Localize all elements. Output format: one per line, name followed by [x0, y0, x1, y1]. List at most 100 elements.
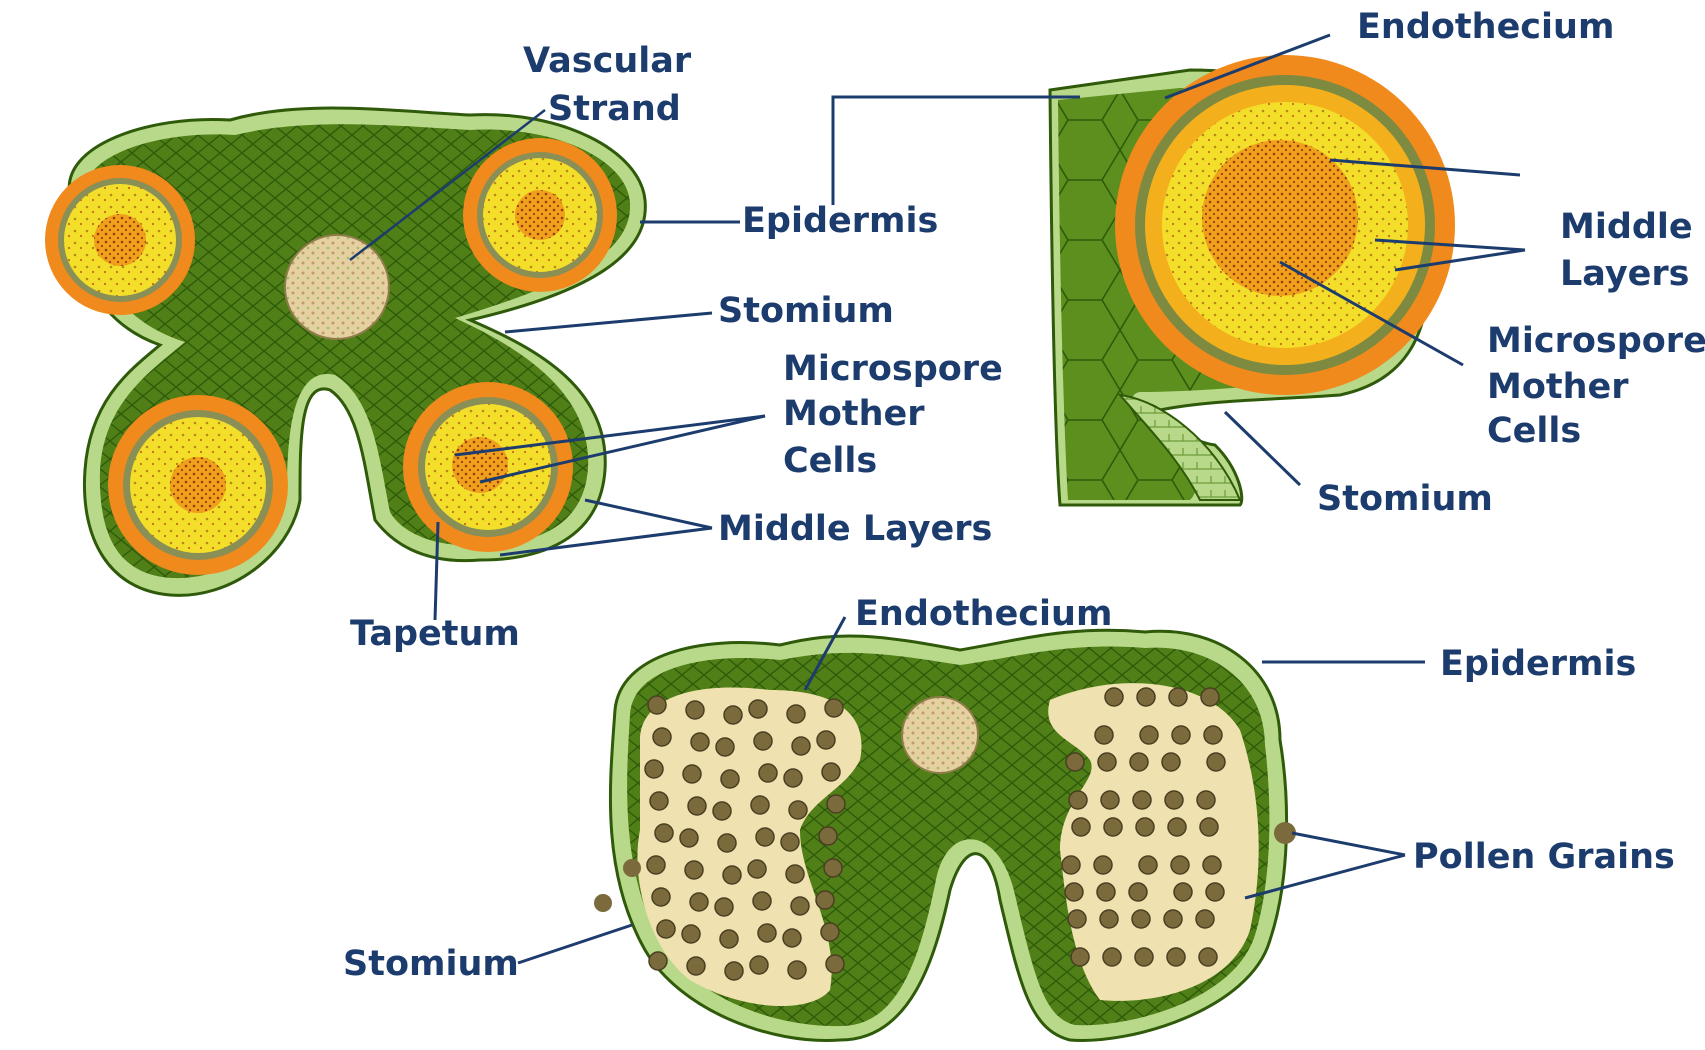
pollen-grain [1174, 883, 1192, 901]
vascular-strand-bottom [902, 697, 978, 773]
label-stomium-bottom: Stomium [343, 944, 519, 984]
pollen-grain [1103, 948, 1121, 966]
pollen-grain [1172, 726, 1190, 744]
pollen-grain [786, 865, 804, 883]
pollen-grain [652, 888, 670, 906]
pollen-grain [1168, 818, 1186, 836]
pollen-grain [647, 856, 665, 874]
label-epidermis-bottom: Epidermis [1440, 644, 1636, 684]
pollen-grain [824, 859, 842, 877]
pollen-grain [650, 792, 668, 810]
pollen-grain [781, 833, 799, 851]
pollen-grain [1139, 856, 1157, 874]
pollen-grain [648, 696, 666, 714]
label-microspore-right-line2: Mother [1487, 367, 1629, 407]
pollen-grain [792, 737, 810, 755]
pollen-grain [1167, 948, 1185, 966]
pollen-grain [754, 732, 772, 750]
pollen-grain [1098, 753, 1116, 771]
pollen-grain [1101, 791, 1119, 809]
label-tapetum: Tapetum [350, 614, 520, 654]
pollen-grain [819, 827, 837, 845]
pollen-grain [723, 866, 741, 884]
pollen-grain [816, 891, 834, 909]
pollen-grain [789, 801, 807, 819]
pollen-grain [720, 930, 738, 948]
pollen-grain [724, 706, 742, 724]
label-pollen-grains: Pollen Grains [1413, 837, 1675, 877]
pollen-grain-released [623, 859, 641, 877]
pollen-grain [821, 923, 839, 941]
pollen-grain [691, 733, 709, 751]
label-vascular-strand-line2: Strand [548, 89, 681, 129]
pollen-grain [1171, 856, 1189, 874]
pollen-grain [655, 824, 673, 842]
pollen-grain [1100, 910, 1118, 928]
label-microspore-right-line1: Microspore [1487, 321, 1705, 361]
pollen-grain [1094, 856, 1112, 874]
pollen-grain [1095, 726, 1113, 744]
pollen-grain [1105, 688, 1123, 706]
label-middle-layers-right-line1: Middle [1560, 207, 1693, 247]
pollen-grain [657, 920, 675, 938]
pollen-grain [1164, 910, 1182, 928]
pollen-grain [716, 738, 734, 756]
pollen-grain [817, 731, 835, 749]
label-endothecium-bottom: Endothecium [855, 594, 1112, 634]
pollen-grain [690, 893, 708, 911]
pollen-grain [1165, 791, 1183, 809]
pollen-grain [718, 834, 736, 852]
label-vascular-strand-line1: Vascular [523, 41, 692, 81]
pollen-grain [1097, 883, 1115, 901]
label-microspore-left-line2: Mother [783, 394, 925, 434]
pollen-grain [788, 961, 806, 979]
pollen-grain [783, 929, 801, 947]
pollen-grain [1130, 753, 1148, 771]
pollen-grain [787, 705, 805, 723]
pollen-grain [1201, 688, 1219, 706]
label-endothecium-top: Endothecium [1357, 7, 1614, 47]
pollen-grain [751, 796, 769, 814]
pollen-grain [1072, 818, 1090, 836]
pollen-grain [1136, 818, 1154, 836]
pollen-grain-released [594, 894, 612, 912]
pollen-grain [749, 700, 767, 718]
label-microspore-right-line3: Cells [1487, 411, 1581, 451]
pollen-grain [725, 962, 743, 980]
pollen-grain [1132, 910, 1150, 928]
pollen-grain [1200, 818, 1218, 836]
pollen-grain [645, 760, 663, 778]
pollen-grain [649, 952, 667, 970]
label-stomium-left: Stomium [718, 291, 894, 331]
lobe-top-right [463, 138, 617, 292]
pollen-grain [1199, 948, 1217, 966]
pollen-grain [1196, 910, 1214, 928]
pollen-grain [680, 829, 698, 847]
label-epidermis-left: Epidermis [742, 201, 938, 241]
vascular-strand-left [285, 235, 389, 339]
pollen-grain [1197, 791, 1215, 809]
pollen-grain [784, 769, 802, 787]
pollen-grain [1104, 818, 1122, 836]
label-microspore-left-line3: Cells [783, 441, 877, 481]
pollen-grain [1062, 856, 1080, 874]
pollen-grain [682, 925, 700, 943]
pollen-grain [1135, 948, 1153, 966]
pollen-grain [1065, 883, 1083, 901]
pollen-grain [686, 701, 704, 719]
pollen-grain [1066, 753, 1084, 771]
pollen-grain [827, 795, 845, 813]
pollen-grain [685, 861, 703, 879]
pollen-grain [1207, 753, 1225, 771]
pollen-grain [653, 728, 671, 746]
label-stomium-right: Stomium [1317, 479, 1493, 519]
pollen-grain [715, 898, 733, 916]
young-anther-section [45, 108, 645, 595]
pollen-grain [1071, 948, 1089, 966]
pollen-grain [756, 828, 774, 846]
pollen-grain [1140, 726, 1158, 744]
pollen-grain [721, 770, 739, 788]
pollen-grain [791, 897, 809, 915]
pollen-grain [826, 955, 844, 973]
